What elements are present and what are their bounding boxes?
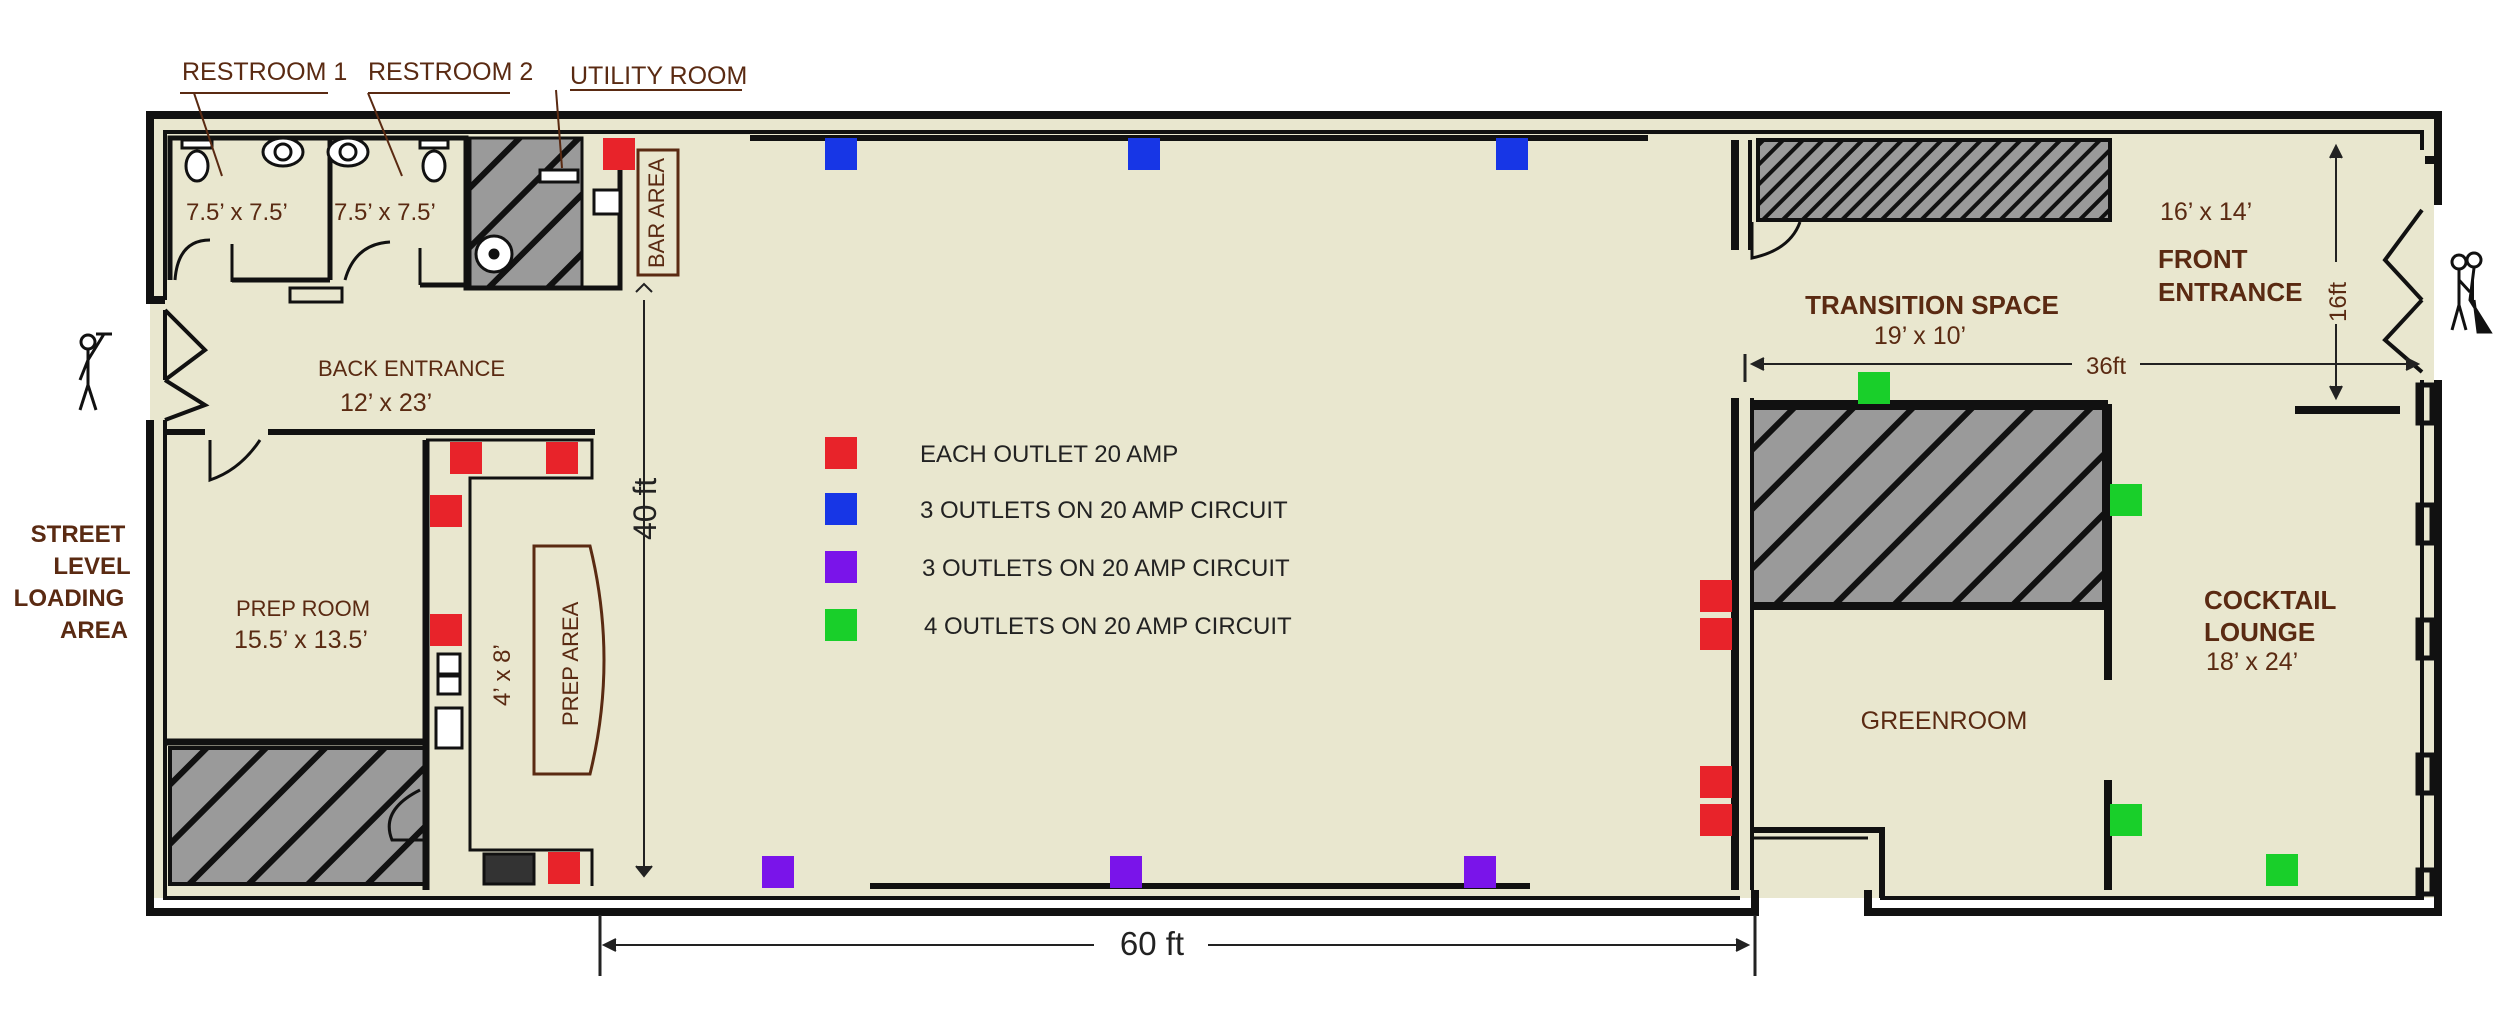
street-loading-line2: LEVEL	[53, 553, 130, 580]
outlet-red	[603, 138, 635, 170]
front-size: 16’ x 14’	[2160, 198, 2252, 226]
legend-swatch-blue	[825, 493, 857, 525]
prep-room-label: PREP ROOM	[236, 596, 370, 621]
outlet-red	[430, 614, 462, 646]
front-entrance-line2: ENTRANCE	[2158, 277, 2302, 307]
hatched-areas	[168, 136, 2112, 886]
couple-right-icon	[2450, 251, 2493, 334]
outlet-red	[1700, 804, 1732, 836]
prep-room-size: 15.5’ x 13.5’	[234, 626, 368, 654]
street-loading-line4: AREA	[60, 617, 128, 644]
outlet-green	[2110, 804, 2142, 836]
interior-walls	[165, 135, 2112, 898]
outlet-purple	[1110, 856, 1142, 888]
outlet-green	[2266, 854, 2298, 886]
top-callouts: RESTROOM 1 RESTROOM 2 UTILITY ROOM	[180, 58, 747, 177]
restroom1-size: 7.5’ x 7.5’	[186, 199, 288, 226]
back-entrance-size: 12’ x 23’	[340, 389, 432, 417]
outlet-red	[548, 852, 580, 884]
restroom1-label: RESTROOM 1	[182, 58, 347, 86]
outlet-red	[430, 495, 462, 527]
fixtures	[180, 136, 622, 886]
street-loading-line3: LOADING	[14, 585, 125, 612]
outlet-blue	[1128, 138, 1160, 170]
legend-swatch-red	[825, 437, 857, 469]
dim-36ft-label: 36ft	[2086, 353, 2126, 380]
outlet-purple	[762, 856, 794, 888]
legend: EACH OUTLET 20 AMP 3 OUTLETS ON 20 AMP C…	[825, 437, 1292, 641]
person-left-icon	[78, 332, 112, 411]
dim-16ft-label: 16ft	[2325, 282, 2352, 322]
outlet-blue	[825, 138, 857, 170]
restroom2-label: RESTROOM 2	[368, 58, 533, 86]
outlet-red	[450, 442, 482, 474]
dimension-lines	[598, 143, 2421, 976]
prep-counter-size: 4’ x 8’	[489, 644, 516, 706]
cocktail-lounge-size: 18’ x 24’	[2206, 648, 2298, 676]
legend-swatch-green	[825, 609, 857, 641]
cocktail-lounge-line1: COCKTAIL	[2204, 585, 2337, 615]
front-entrance-line1: FRONT	[2158, 244, 2248, 274]
outlet-green	[1858, 372, 1890, 404]
outlet-red	[1700, 766, 1732, 798]
outlet-red	[1700, 618, 1732, 650]
bar-area: BAR AREA	[636, 148, 680, 277]
outlet-red	[546, 442, 578, 474]
outlets	[430, 138, 2298, 888]
cocktail-lounge-line2: LOUNGE	[2204, 617, 2315, 647]
outlet-green	[2110, 484, 2142, 516]
legend-label-red: EACH OUTLET 20 AMP	[920, 441, 1178, 468]
prep-area-label: PREP AREA	[558, 601, 583, 726]
transition-space-label: TRANSITION SPACE	[1805, 290, 2059, 320]
room-labels: 7.5’ x 7.5’ 7.5’ x 7.5’ BACK ENTRANCE 12…	[14, 198, 2352, 962]
utility-room-label: UTILITY ROOM	[570, 62, 747, 90]
back-entrance-label: BACK ENTRANCE	[318, 356, 505, 381]
bar-area-label: BAR AREA	[644, 158, 669, 268]
outlet-red	[1700, 580, 1732, 612]
outlet-purple	[1464, 856, 1496, 888]
legend-label-green: 4 OUTLETS ON 20 AMP CIRCUIT	[924, 613, 1292, 640]
legend-label-purple: 3 OUTLETS ON 20 AMP CIRCUIT	[922, 555, 1290, 582]
legend-swatch-purple	[825, 551, 857, 583]
legend-label-blue: 3 OUTLETS ON 20 AMP CIRCUIT	[920, 497, 1288, 524]
outlet-blue	[1496, 138, 1528, 170]
exterior-walls	[146, 111, 2442, 916]
windows	[2415, 382, 2435, 897]
height-40-label: 40 ft	[627, 478, 663, 540]
prep-area: PREP AREA	[532, 544, 606, 776]
street-loading-line1: STREET	[31, 521, 126, 548]
transition-space-size: 19’ x 10’	[1874, 322, 1966, 350]
restroom2-size: 7.5’ x 7.5’	[334, 199, 436, 226]
greenroom-label: GREENROOM	[1861, 707, 2028, 735]
length-60-label: 60 ft	[1120, 925, 1184, 962]
